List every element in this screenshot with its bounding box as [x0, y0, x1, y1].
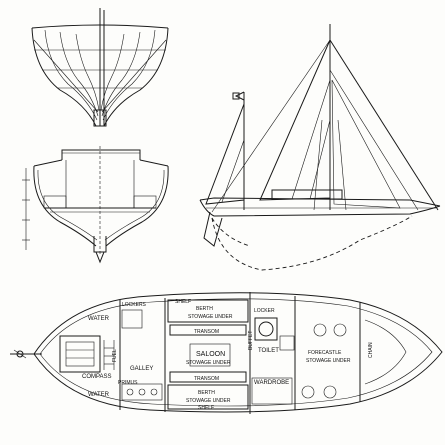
label-galley: GALLEY: [130, 366, 153, 372]
label-chain: CHAIN: [368, 342, 374, 358]
label-shelf-top: SHELF: [175, 299, 191, 305]
label-lockers: LOCKERS: [122, 302, 147, 308]
label-berth-bottom: BERTH: [198, 390, 215, 396]
midship-section: [22, 146, 169, 264]
label-saloon: SALOON: [196, 351, 225, 358]
label-toilet: TOILET: [258, 348, 279, 354]
label-locker: LOCKER: [254, 308, 275, 314]
label-transom-bottom: TRANSOM: [194, 376, 219, 382]
label-forecastle-stowage: STOWAGE UNDER: [306, 358, 351, 364]
label-saloon-stowage: STOWAGE UNDER: [186, 360, 231, 366]
accommodation-plan: WATER LOCKERS SHELF BERTH STOWAGE UNDER …: [10, 292, 443, 414]
label-forecastle: FORECASTLE: [308, 350, 342, 356]
label-water-top: WATER: [88, 316, 110, 322]
label-berth-top: BERTH: [196, 306, 213, 312]
label-transom-top: TRANSOM: [194, 329, 219, 335]
sail-plan: [199, 24, 441, 271]
label-shelf-bottom: SHELF: [198, 405, 214, 411]
label-fuel: FUEL: [112, 349, 118, 362]
label-stowage-under-top: STOWAGE UNDER: [188, 314, 233, 320]
label-compass: COMPASS: [82, 374, 112, 380]
label-stowage-under-bottom: STOWAGE UNDER: [186, 398, 231, 404]
label-wardrobe: WARDROBE: [254, 380, 289, 386]
body-plan-sections: [31, 8, 169, 127]
label-water-bottom: WATER: [88, 392, 110, 398]
label-buffet: BUFFET: [248, 331, 254, 350]
label-primus: PRIMUS: [118, 380, 138, 386]
